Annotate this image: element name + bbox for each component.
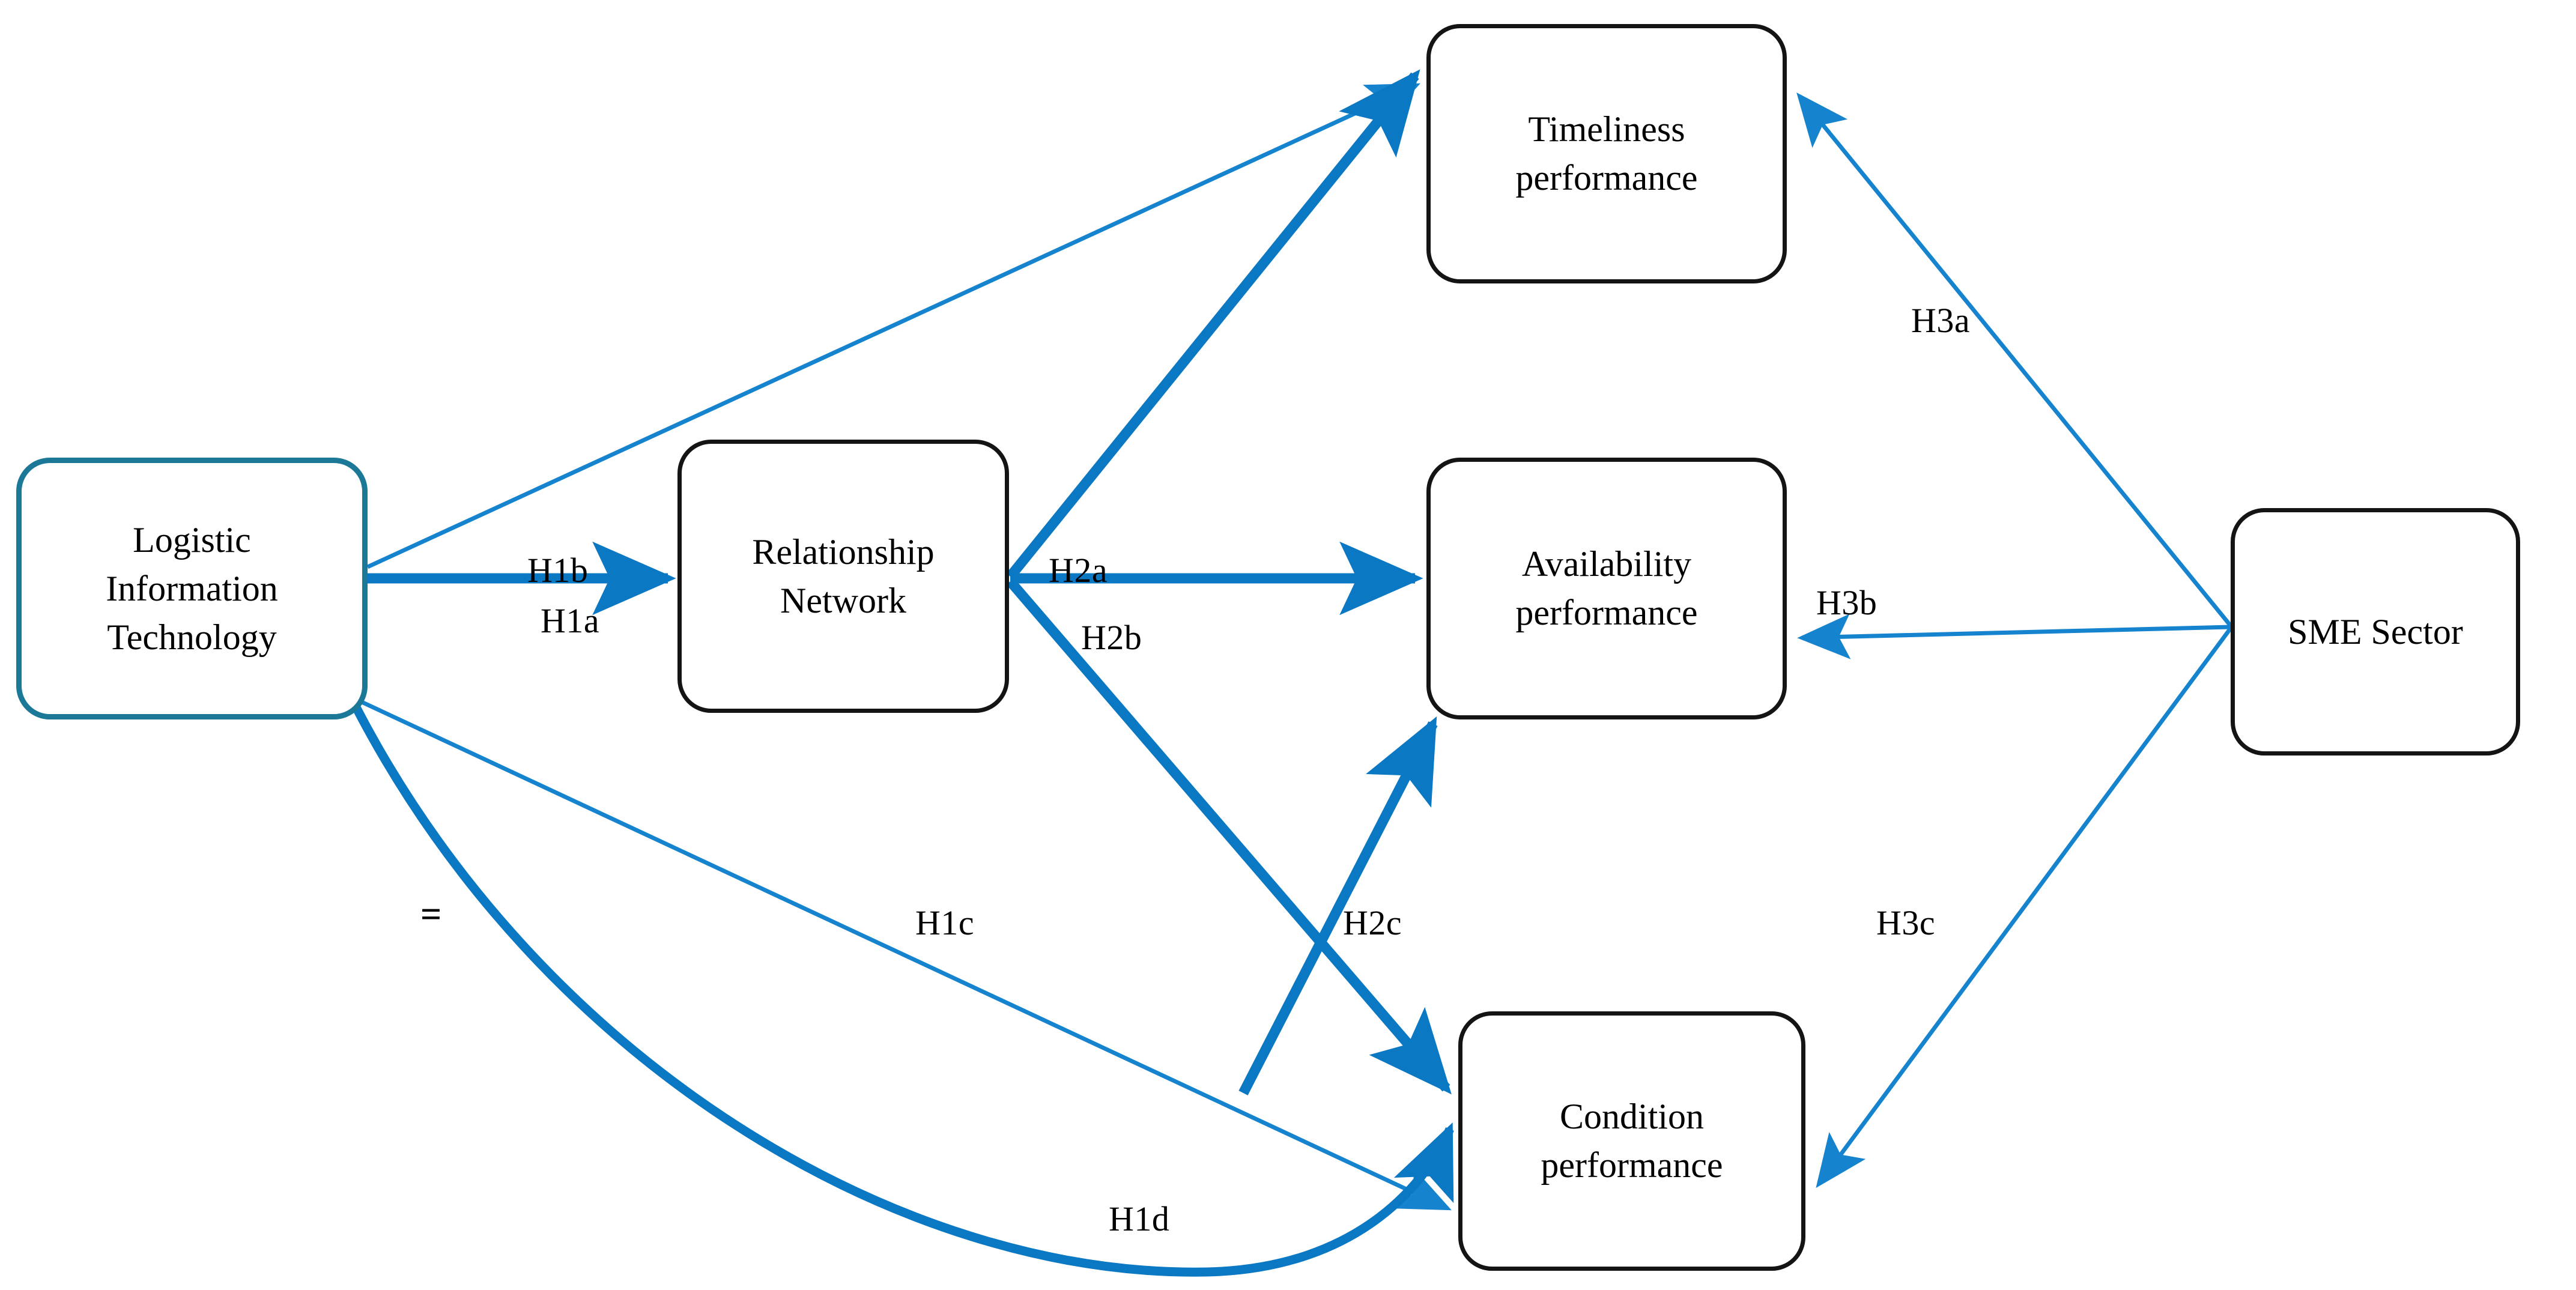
node-label-sme-sector: SME Sector: [2288, 611, 2463, 652]
node-label-lit: Logistic Information Technology: [106, 519, 278, 657]
edge-label-h2c: H2c: [1343, 903, 1402, 942]
edge-label-h3c: H3c: [1876, 903, 1936, 942]
node-label-availability-performance: Availability performance: [1515, 544, 1698, 632]
node-condition-performance[interactable]: Condition performance: [1458, 1011, 1805, 1271]
edge-label-h3a: H3a: [1911, 301, 1971, 340]
edge-label-h2a: H2a: [1049, 551, 1108, 590]
edge-label-h1d: H1d: [1109, 1199, 1170, 1238]
edge-h3b: [1797, 614, 2231, 659]
equals-annotation: =: [420, 894, 442, 935]
node-label-condition-performance: Condition performance: [1541, 1097, 1723, 1185]
edge-label-h3b: H3b: [1816, 583, 1877, 622]
edge-label-h1b: H1b: [527, 551, 589, 590]
node-sme-sector[interactable]: SME Sector: [2231, 508, 2520, 756]
edge-label-h2b: H2b: [1081, 618, 1142, 657]
edge-h3a: [1796, 92, 2232, 628]
edge-h2c: [1006, 578, 1452, 1095]
edge-h1d: [351, 704, 1454, 1277]
edge-h2a: [1006, 69, 1420, 580]
edge-to-availability-lower: [1238, 716, 1438, 1095]
edge-label-h1a: H1a: [541, 601, 600, 640]
node-relationship-network[interactable]: Relationship Network: [677, 440, 1009, 713]
edge-h1c: [357, 698, 1452, 1211]
edge-h1b: [366, 83, 1420, 569]
node-timeliness-performance[interactable]: Timeliness performance: [1426, 24, 1787, 283]
edge-h3c: [1816, 626, 2232, 1189]
node-label-relationship-network: Relationship Network: [752, 531, 935, 620]
edge-label-h1c: H1c: [915, 903, 975, 942]
node-label-timeliness-performance: Timeliness performance: [1515, 109, 1698, 198]
node-availability-performance[interactable]: Availability performance: [1426, 458, 1787, 719]
node-logistic-information-technology[interactable]: Logistic Information Technology: [16, 458, 368, 719]
